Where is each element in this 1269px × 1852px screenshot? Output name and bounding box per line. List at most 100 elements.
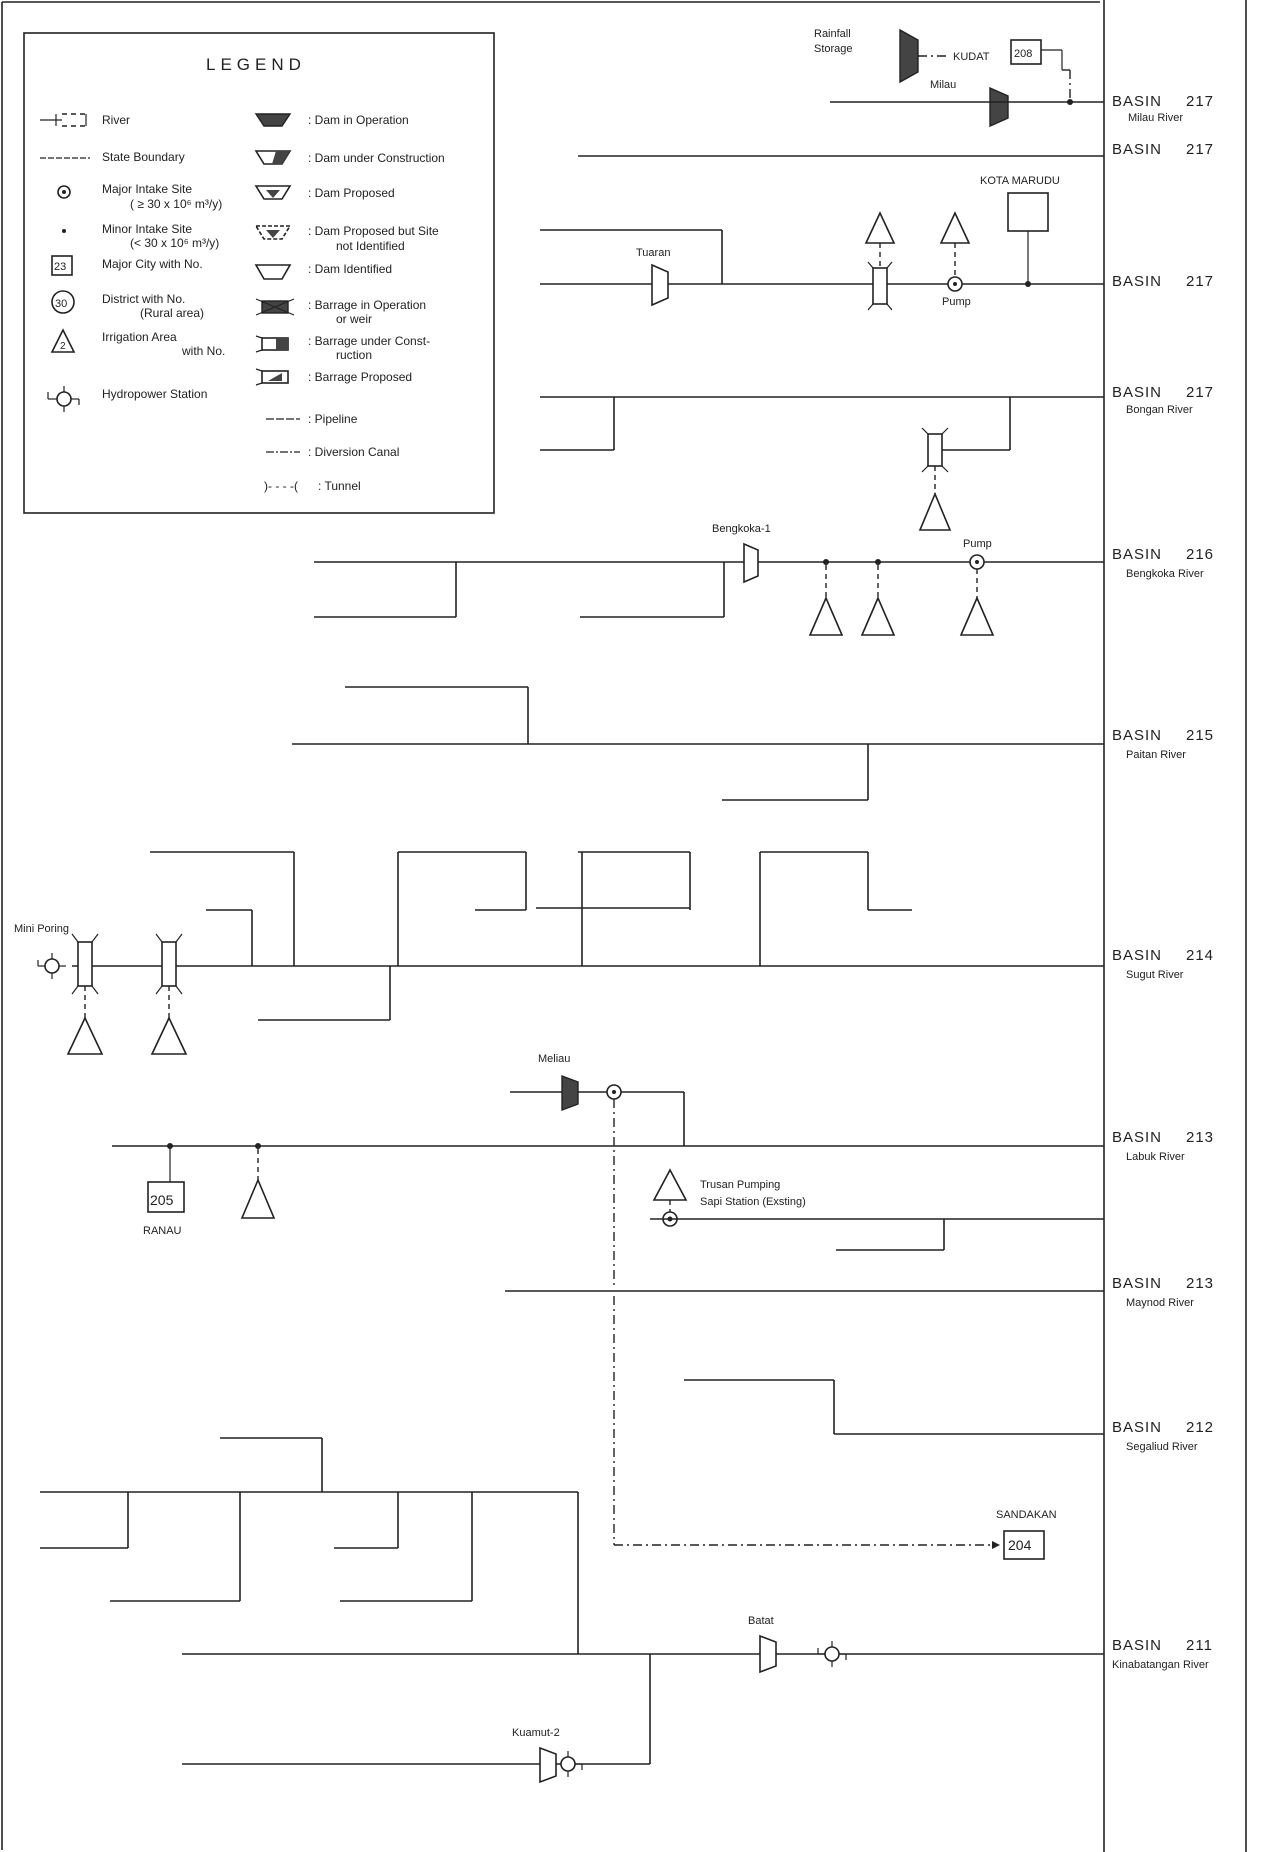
irrigation-area-icon <box>652 1168 688 1201</box>
svg-text:Rainfall: Rainfall <box>814 28 851 40</box>
svg-text:216: 216 <box>1186 546 1214 563</box>
dam-identified-icon <box>254 264 292 280</box>
svg-text:215: 215 <box>1186 727 1214 744</box>
kudat-city-box <box>1010 39 1042 65</box>
svg-text:KUDAT: KUDAT <box>953 51 990 63</box>
svg-text:23: 23 <box>54 261 66 273</box>
rainfall-storage-dam-icon <box>899 28 919 84</box>
svg-text:Kuamut-2: Kuamut-2 <box>512 1727 560 1739</box>
legend-barrage-construction-sub: ruction <box>336 348 372 362</box>
barrage-icon <box>161 941 177 987</box>
dam-proposed-unidentified-icon <box>254 225 292 240</box>
batat-hydropower-icon <box>817 1641 847 1667</box>
irrigation-area-icon <box>918 491 952 531</box>
svg-text:213: 213 <box>1186 1129 1214 1146</box>
svg-text:BASIN: BASIN <box>1112 273 1162 290</box>
district-icon: 30 <box>51 290 75 314</box>
basin-label-214: BASIN 214 Sugut River <box>1112 947 1214 981</box>
kuamut-hydropower-icon <box>560 1751 583 1777</box>
svg-text:RANAU: RANAU <box>143 1225 182 1237</box>
legend-tunnel-label: : Tunnel <box>318 479 361 493</box>
svg-text:Pump: Pump <box>942 296 971 308</box>
svg-text:Paitan River: Paitan River <box>1126 749 1186 761</box>
svg-text:BASIN: BASIN <box>1112 93 1162 110</box>
svg-text:Labuk River: Labuk River <box>1126 1151 1185 1163</box>
svg-text:217: 217 <box>1186 93 1214 110</box>
svg-text:KOTA MARUDU: KOTA MARUDU <box>980 175 1060 187</box>
legend-irrigation-sub: with No. <box>181 344 225 358</box>
irrigation-area-icon <box>66 1016 104 1055</box>
basin-label-211: BASIN 211 Kinabatangan River <box>1112 1637 1212 1671</box>
dam-in-operation-icon <box>254 113 292 127</box>
kuamut-dam-icon <box>539 1746 557 1784</box>
sandakan-city-box <box>1003 1530 1045 1560</box>
basin-213-labuk-network: Meliau 205 RANAU <box>112 1053 1104 1286</box>
barrage-under-construction-icon <box>255 335 289 353</box>
legend-box: LEGEND 23 30 2 <box>23 32 495 514</box>
basin-label-212: BASIN 212 Segaliud River <box>1112 1419 1214 1453</box>
irrigation-area-icon: 2 <box>50 328 76 353</box>
legend-minor-intake-label: Minor Intake Site <box>102 222 192 236</box>
irrigation-area-icon <box>959 595 995 636</box>
svg-text:217: 217 <box>1186 141 1214 158</box>
svg-text:Bongan River: Bongan River <box>1126 404 1193 416</box>
barrage-icon <box>872 267 888 305</box>
sandakan-pipeline: SANDAKAN 204 <box>614 1509 1057 1560</box>
basin-213-maynod-network <box>505 1290 1104 1545</box>
basin-label-216: BASIN 216 Bengkoka River <box>1112 546 1214 580</box>
legend-district-sub: (Rural area) <box>140 306 204 320</box>
svg-text:Pump: Pump <box>963 538 992 550</box>
svg-text:BASIN: BASIN <box>1112 1419 1162 1436</box>
minor-intake-icon <box>62 229 66 233</box>
svg-text:BASIN: BASIN <box>1112 1275 1162 1292</box>
bongan-barrage-icon <box>927 433 943 467</box>
svg-text:Sapi Station (Exsting): Sapi Station (Exsting) <box>700 1196 806 1208</box>
svg-text:212: 212 <box>1186 1419 1214 1436</box>
svg-text:217: 217 <box>1186 384 1214 401</box>
tunnel-symbol: )- - - -( <box>264 479 298 493</box>
svg-text:205: 205 <box>150 1192 174 1208</box>
hydropower-station-icon <box>47 386 80 412</box>
barrage-proposed-icon <box>255 368 289 386</box>
legend-river-label: River <box>102 113 130 127</box>
basin-labels: BASIN 217 Milau River BASIN 217 BASIN 21… <box>1112 93 1214 1671</box>
basin-label-217-bongan: BASIN 217 Bongan River <box>1112 384 1214 416</box>
legend-barrage-operation-label: : Barrage in Operation <box>308 298 426 312</box>
milau-dam-icon <box>989 86 1009 128</box>
svg-text:Kinabatangan River: Kinabatangan River <box>1112 1659 1209 1671</box>
legend-dam-operation-label: : Dam in Operation <box>308 113 409 127</box>
legend-minor-intake-sub: (< 30 x 10⁶ m³/y) <box>130 236 219 250</box>
basin-label-215: BASIN 215 Paitan River <box>1112 727 1214 761</box>
svg-text:214: 214 <box>1186 947 1214 964</box>
legend-barrage-proposed-label: : Barrage Proposed <box>308 370 412 384</box>
irrigation-area-icon <box>808 595 844 636</box>
basin-214-network: Mini Poring <box>14 851 1104 1055</box>
basin-217-milau-network: Rainfall Storage KUDAT 208 Milau <box>814 28 1104 128</box>
legend-irrigation-label: Irrigation Area <box>102 330 177 344</box>
irrigation-area-icon <box>150 1016 188 1055</box>
svg-text:BASIN: BASIN <box>1112 1129 1162 1146</box>
basin-216-network: Bengkoka-1 Pump <box>314 523 1104 636</box>
meliau-dam-icon <box>561 1074 579 1112</box>
basin-212-network <box>684 1379 1104 1435</box>
dam-under-construction-icon <box>254 150 292 165</box>
svg-text:Tuaran: Tuaran <box>636 247 670 259</box>
major-city-icon: 23 <box>51 255 73 276</box>
basin-label-217-milau: BASIN 217 Milau River <box>1112 93 1214 124</box>
mini-poring-hydropower-icon <box>37 953 66 979</box>
ranau-city-box <box>147 1181 185 1213</box>
legend-barrage-operation-sub: or weir <box>336 312 372 326</box>
svg-text:30: 30 <box>55 298 67 310</box>
svg-text:Batat: Batat <box>748 1615 774 1627</box>
basin-217-c-network: KOTA MARUDU Tuaran Pump <box>540 175 1104 311</box>
svg-text:Storage: Storage <box>814 43 853 55</box>
svg-text:Milau: Milau <box>930 79 956 91</box>
legend-dam-proposed-label: : Dam Proposed <box>308 186 395 200</box>
svg-text:BASIN: BASIN <box>1112 727 1162 744</box>
svg-text:BASIN: BASIN <box>1112 384 1162 401</box>
svg-text:Meliau: Meliau <box>538 1053 570 1065</box>
legend-major-intake-label: Major Intake Site <box>102 182 192 196</box>
legend-dam-proposed-unid-sub: not Identified <box>336 239 405 253</box>
svg-text:2: 2 <box>60 341 66 352</box>
